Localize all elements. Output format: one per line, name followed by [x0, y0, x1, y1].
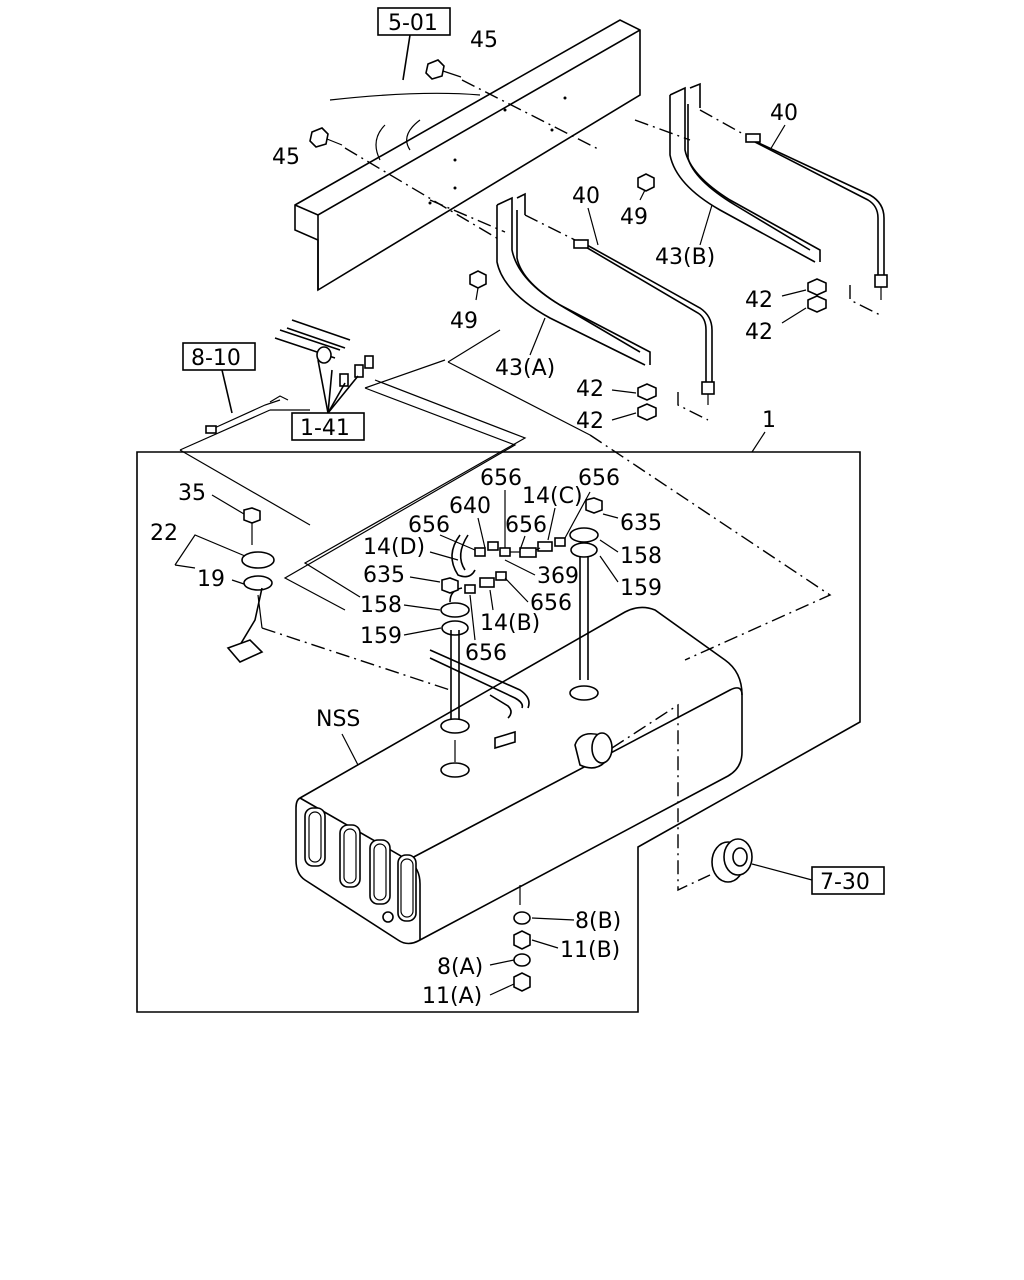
label-11a: 11(A)	[422, 984, 482, 1009]
sender-unit	[226, 507, 451, 691]
label-14c: 14(C)	[522, 484, 583, 509]
assembly-box-1	[136, 451, 861, 1013]
pipes-1-41	[274, 319, 374, 387]
label-19: 19	[197, 567, 225, 592]
nut-49-left	[469, 270, 487, 301]
label-640: 640	[449, 494, 491, 519]
harness-8-10	[205, 395, 289, 434]
label-656-midright: 656	[505, 513, 547, 538]
ref-8-10-text: 8-10	[191, 346, 241, 371]
label-35: 35	[178, 481, 206, 506]
ref-5-01-text: 5-01	[388, 11, 438, 36]
frame-rail	[294, 19, 641, 292]
strap-40-right	[745, 133, 888, 316]
label-159-right: 159	[620, 576, 662, 601]
ref-1-41-text: 1-41	[300, 416, 350, 441]
label-49-right: 49	[620, 205, 648, 230]
ref-1-41: 1-41	[291, 359, 365, 441]
bracket-43a	[429, 192, 651, 366]
nut-49-right	[637, 173, 655, 201]
label-49-left: 49	[450, 309, 478, 334]
ref-7-30-text: 7-30	[820, 870, 870, 895]
label-42-r2: 42	[745, 320, 773, 345]
label-369: 369	[537, 564, 579, 589]
label-635-left: 635	[363, 563, 405, 588]
hose-cluster	[449, 534, 566, 603]
label-159-left: 159	[360, 624, 402, 649]
nuts-42-right	[781, 278, 827, 324]
label-635-right: 635	[620, 511, 662, 536]
ref-7-30: 7-30	[811, 866, 885, 895]
bolt-45-left	[309, 127, 501, 241]
label-158-right: 158	[620, 544, 662, 569]
ref-8-10: 8-10	[182, 342, 256, 414]
label-14d: 14(D)	[363, 535, 425, 560]
label-11b: 11(B)	[560, 938, 620, 963]
label-42-r1: 42	[745, 288, 773, 313]
nuts-42-left	[611, 383, 657, 421]
strap-40-left	[573, 239, 715, 421]
label-158-left: 158	[360, 593, 402, 618]
label-40-right: 40	[770, 101, 798, 126]
label-656-mid: 656	[408, 513, 450, 538]
label-656-bottom: 656	[465, 641, 507, 666]
label-1: 1	[762, 408, 776, 433]
fuel-tank	[295, 606, 743, 945]
label-656-top: 656	[480, 466, 522, 491]
label-8b: 8(B)	[575, 909, 621, 934]
label-45-upper: 45	[470, 28, 498, 53]
label-42-l1: 42	[576, 377, 604, 402]
label-43b: 43(B)	[655, 245, 715, 270]
pipe-assembly-left	[440, 577, 470, 778]
bracket-43b	[634, 82, 821, 263]
label-656-topright: 656	[578, 466, 620, 491]
label-656-lowright: 656	[530, 591, 572, 616]
wiring-routes	[179, 329, 832, 661]
label-14b: 14(B)	[480, 611, 540, 636]
label-43a: 43(A)	[495, 356, 555, 381]
label-45-left: 45	[272, 145, 300, 170]
pipe-assembly-right	[569, 497, 603, 701]
label-22: 22	[150, 521, 178, 546]
drain-plugs	[489, 911, 575, 996]
label-8a: 8(A)	[437, 955, 483, 980]
filler-cap	[711, 838, 813, 883]
return-pipes	[429, 649, 530, 719]
ref-5-01: 5-01	[377, 7, 451, 81]
label-nss: NSS	[316, 707, 360, 732]
bolt-45-upper	[425, 59, 601, 151]
label-40-left: 40	[572, 184, 600, 209]
